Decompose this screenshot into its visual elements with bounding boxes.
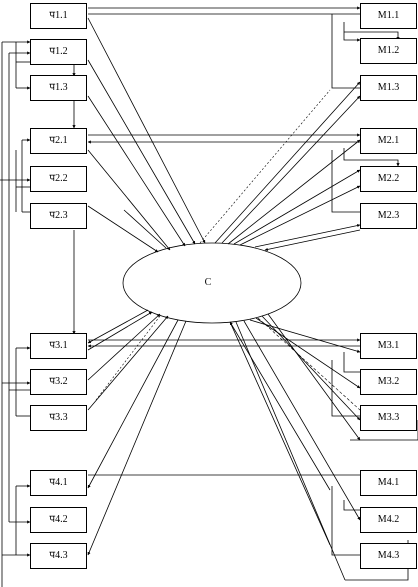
- central-node-ellipse: [122, 242, 302, 324]
- spoke-c-to-m3-2: [255, 317, 361, 389]
- node-p1-2: प1.2: [30, 39, 87, 65]
- node-m3-3: M3.3: [360, 405, 417, 431]
- spoke-c-to-m2-2b: [239, 185, 361, 246]
- node-m4-1: M4.1: [360, 470, 417, 496]
- node-m2-1: M2.1: [360, 128, 417, 154]
- node-p4-2: प4.2: [30, 507, 87, 533]
- node-p3-3: प3.3: [30, 405, 87, 431]
- spoke-c-to-m2-3: [254, 224, 361, 248]
- right-bus-m3: [331, 360, 360, 417]
- node-m3-1: M3.1: [360, 333, 417, 359]
- node-p3-2: प3.2: [30, 369, 87, 395]
- right-bus-m1-2: [343, 22, 361, 42]
- node-m2-3: M2.3: [360, 203, 417, 229]
- right-bus-m2-2: [343, 148, 400, 167]
- spoke-p1-1-to-c: [87, 17, 206, 244]
- spoke-c-to-m1-1: [199, 89, 331, 244]
- spoke-p2-1-to-c: [87, 149, 171, 251]
- node-m1-3: M1.3: [360, 75, 417, 101]
- spoke-p1-2-to-c: [87, 59, 196, 245]
- central-node-label: C: [204, 277, 212, 288]
- node-m1-2: M1.2: [360, 38, 417, 64]
- spoke-c-to-m1-3b: [221, 95, 361, 244]
- spoke-c-to-p4-3: [87, 320, 187, 556]
- spoke-p3-2-to-c: [87, 313, 161, 381]
- node-m1-1: M1.1: [360, 3, 417, 29]
- spoke-c-to-m2-2: [233, 169, 361, 245]
- spoke-c-to-p4-1: [87, 319, 179, 489]
- right-bus-m2: [331, 150, 360, 213]
- node-m4-2: M4.2: [360, 507, 417, 533]
- node-p3-1: प3.1: [30, 333, 87, 359]
- node-p2-2: प2.2: [30, 166, 87, 192]
- node-p1-3: प1.3: [30, 75, 87, 101]
- spoke-c-to-m3-3: [261, 315, 361, 421]
- spoke-c-to-p3-1: [87, 309, 149, 344]
- node-p1-1: प1.1: [30, 3, 87, 29]
- node-p4-3: प4.3: [30, 543, 87, 569]
- right-bus-m1: [331, 14, 360, 89]
- spoke-p3-3-to-c: [87, 315, 169, 411]
- node-m2-2: M2.2: [360, 166, 417, 192]
- node-p4-1: प4.1: [30, 470, 87, 496]
- spoke-extra-1: [123, 209, 167, 249]
- right-bus-m3-3: [350, 420, 418, 441]
- right-bus-m1-2b: [344, 31, 400, 41]
- right-bus-m4: [331, 486, 360, 556]
- spoke-p2-3-to-c: [87, 205, 159, 253]
- spoke-c-to-m2-1: [227, 139, 361, 245]
- spoke-c-to-m4-extra: [229, 321, 331, 546]
- spoke-c-to-m3-dashed: [257, 317, 361, 411]
- spoke-c-to-m1-3: [214, 81, 361, 244]
- node-p2-1: प2.1: [30, 128, 87, 154]
- spoke-c-to-m4-2: [243, 320, 361, 521]
- node-p2-3: प2.3: [30, 203, 87, 229]
- spoke-c-to-p3-2: [95, 315, 161, 401]
- spoke-p1-3-to-c: [87, 95, 186, 247]
- spoke-p3-1-to-c: [87, 311, 153, 351]
- spoke-m4-1-to-c: [229, 321, 331, 491]
- spoke-c-to-m3-1: [249, 319, 361, 353]
- spoke-c-to-m3-3b: [267, 313, 361, 441]
- spoke-m2-3-to-c: [264, 229, 361, 251]
- node-m3-2: M3.2: [360, 369, 417, 395]
- node-m4-3: M4.3: [360, 543, 417, 569]
